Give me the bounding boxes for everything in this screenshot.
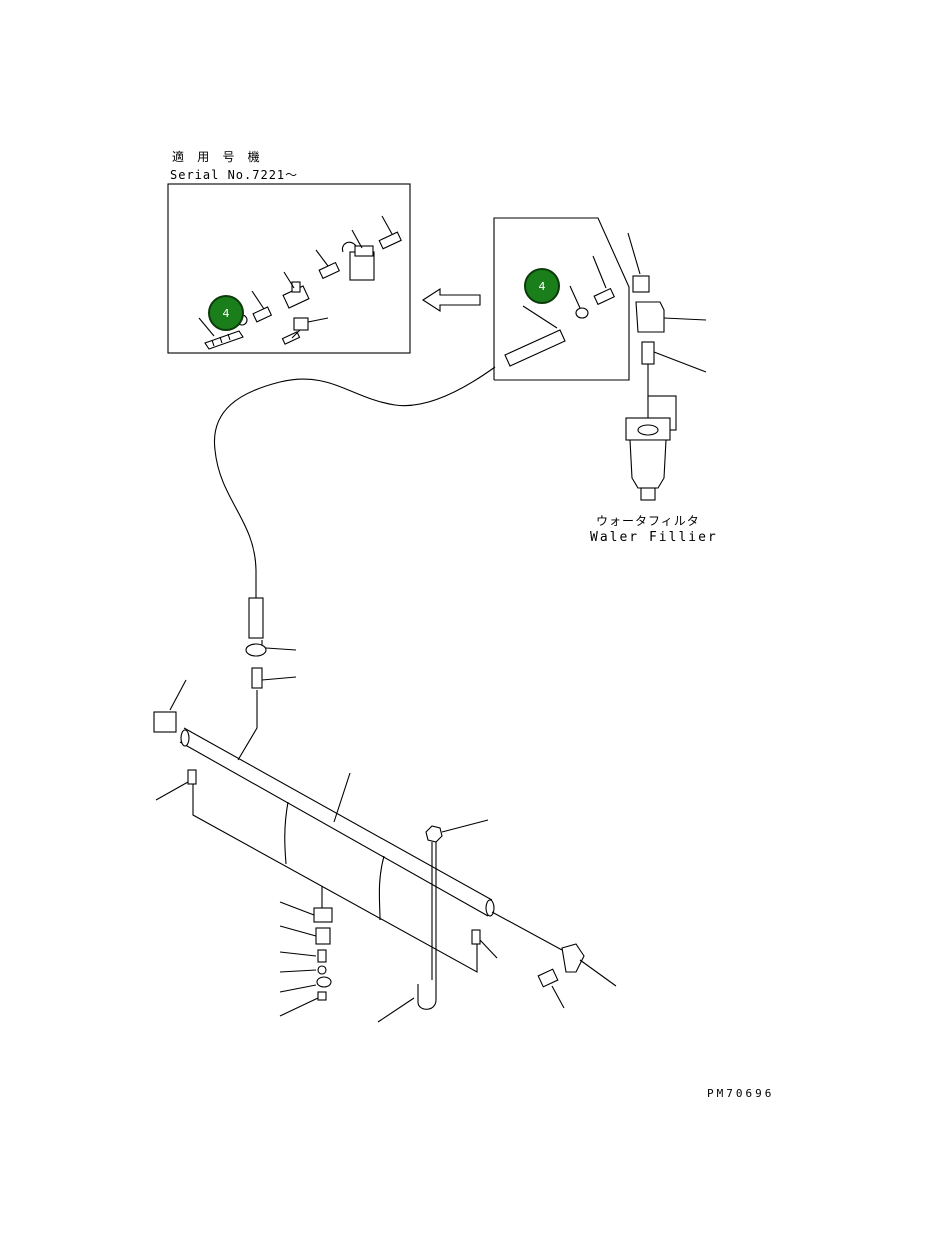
fuel-hose-run <box>213 366 496 761</box>
callout-4-inset-label: 4 <box>223 307 230 320</box>
serial-note-number: Serial No.7221～ <box>170 168 299 182</box>
water-filter-label-jp: ウォータフィルタ <box>596 514 700 528</box>
drawing-code: PM70696 <box>707 1087 775 1100</box>
inset-detail-box <box>167 183 411 354</box>
water-filter-assembly <box>625 232 707 501</box>
fuel-pipe-assembly <box>153 679 617 1023</box>
main-detail-box <box>493 217 630 381</box>
water-filter-label-en: Waler Fillier <box>590 530 718 545</box>
serial-note-title: 適 用 号 機 <box>172 150 263 164</box>
callout-4-main-label: 4 <box>539 280 546 293</box>
direction-arrow <box>421 287 481 313</box>
callout-4-main: 4 <box>524 268 560 304</box>
callout-4-inset: 4 <box>208 295 244 331</box>
